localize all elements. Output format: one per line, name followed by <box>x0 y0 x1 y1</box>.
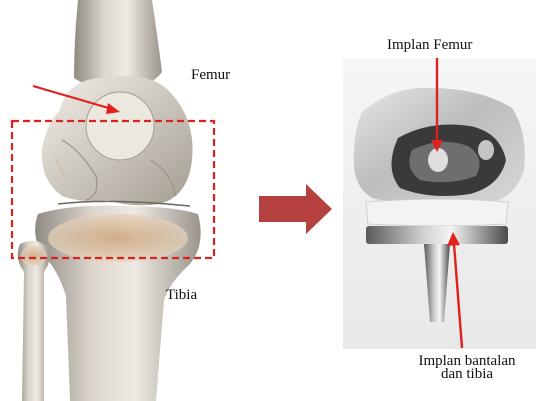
knee-bone-illustration <box>18 0 201 401</box>
femur-label: Femur <box>191 68 230 83</box>
implant-bearing-label: Implan bantalan dan tibia <box>402 355 532 381</box>
implant-femur-label: Implan Femur <box>387 38 472 53</box>
right-arrow-icon <box>259 184 332 234</box>
patella <box>86 92 154 160</box>
implant-illustration <box>343 58 536 349</box>
tibia-label: Tibia <box>166 288 197 303</box>
bearing-insert <box>366 199 508 226</box>
tibial-tray <box>366 226 508 244</box>
implant-bearing-label-line2: dan tibia <box>402 368 532 381</box>
